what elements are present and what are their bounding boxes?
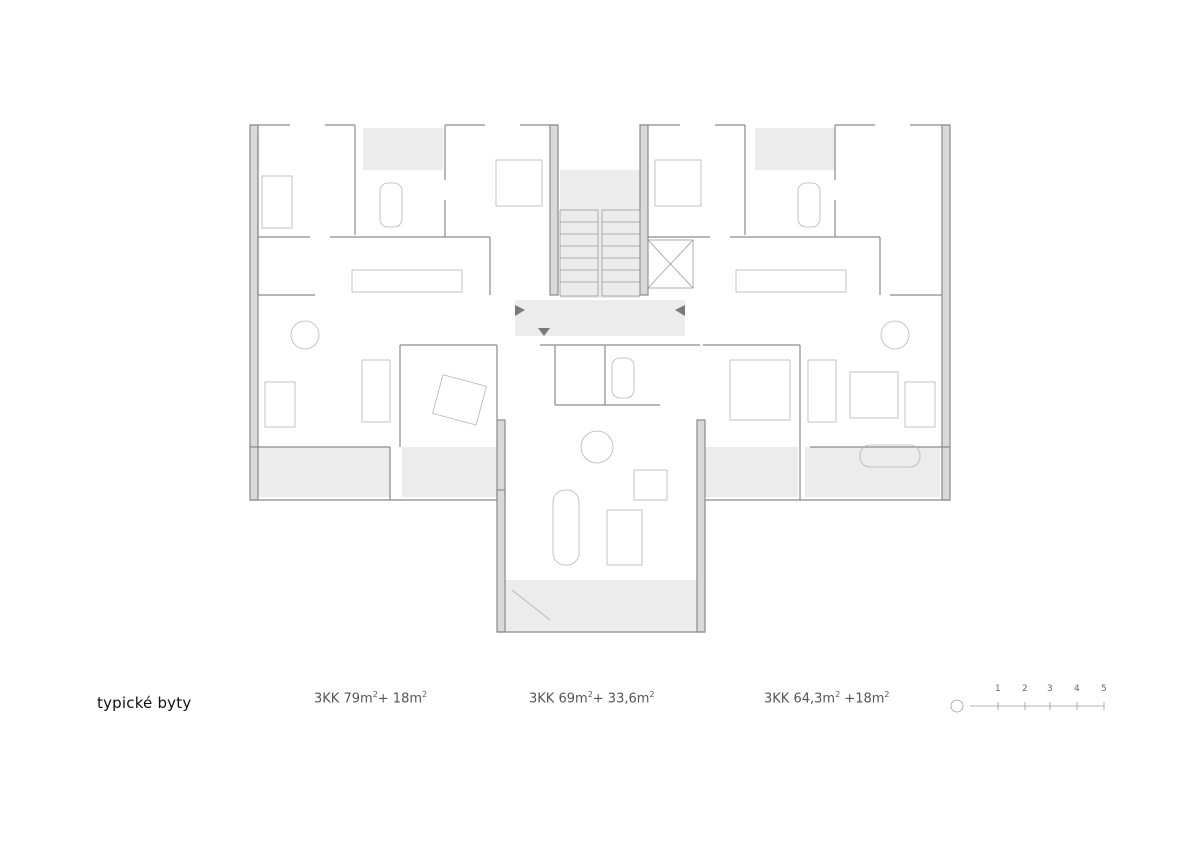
furniture bbox=[261, 159, 936, 621]
unit-extra: + 33,6m bbox=[592, 691, 650, 707]
unit-extra: + 18m bbox=[377, 691, 423, 707]
unit-type: 3KK bbox=[314, 691, 340, 707]
unit-type: 3KK bbox=[764, 691, 790, 707]
unit-extra: +18m bbox=[840, 691, 885, 707]
unit-area: 64,3m bbox=[793, 691, 836, 707]
shaded-areas bbox=[256, 128, 940, 632]
central-unit-walls bbox=[496, 344, 706, 633]
unit-area-label-2: 3KK 69m2+ 33,6m2 bbox=[529, 690, 655, 707]
scale-tick-label: 1 bbox=[995, 684, 1001, 694]
unit-type: 3KK bbox=[529, 691, 555, 707]
north-arrow-icon bbox=[950, 699, 964, 713]
unit-area-label-3: 3KK 64,3m2 +18m2 bbox=[764, 690, 890, 707]
scale-tick-label: 4 bbox=[1074, 684, 1080, 694]
stair-core bbox=[515, 209, 694, 336]
scale-tick-label: 3 bbox=[1047, 684, 1053, 694]
scale-tick-label: 5 bbox=[1101, 684, 1107, 694]
scale-bar bbox=[950, 699, 1105, 713]
unit-area-label-1: 3KK 79m2+ 18m2 bbox=[314, 690, 428, 707]
plan-title: typické byty bbox=[97, 694, 192, 712]
unit-area: 69m bbox=[558, 691, 588, 707]
unit-area: 79m bbox=[343, 691, 373, 707]
scale-tick-label: 2 bbox=[1022, 684, 1028, 694]
east-wing-walls bbox=[639, 124, 951, 501]
west-wing-walls bbox=[249, 124, 559, 501]
